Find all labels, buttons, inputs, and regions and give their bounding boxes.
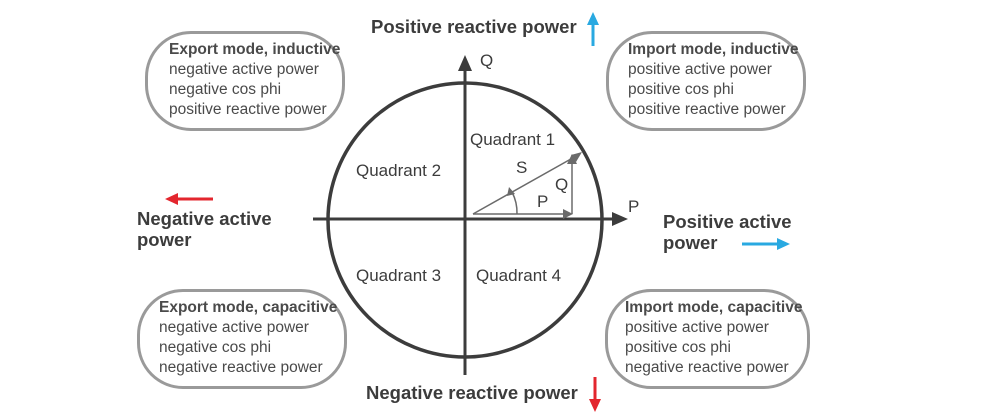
negative-reactive-arrow-icon [589,377,601,412]
import-inductive-box: Import mode, inductive positive active p… [606,31,806,131]
q-axis-label: Q [480,51,494,70]
positive-active-arrow-icon [742,238,790,250]
export-inductive-line: negative active power [169,61,319,78]
import-inductive-title: Import mode, inductive [628,41,799,58]
import-capacitive-line: positive active power [625,319,769,336]
export-capacitive-box: Export mode, capacitive negative active … [137,289,347,389]
q-vector-label: Q [555,175,569,194]
import-inductive-line: positive active power [628,61,772,78]
import-capacitive-line: negative reactive power [625,359,789,376]
phase-angle-arrowhead [507,187,515,196]
s-vector [472,154,579,215]
import-inductive-line: positive reactive power [628,101,786,118]
positive-reactive-arrow-icon [587,12,599,46]
negative-active-power-line2: power [137,229,192,251]
negative-reactive-power-heading: Negative reactive power [366,382,578,403]
quadrant-3-label: Quadrant 3 [356,266,442,285]
export-capacitive-line: negative cos phi [159,339,272,356]
s-vector-label: S [516,158,528,177]
negative-active-arrow-icon [165,193,213,205]
export-inductive-title: Export mode, inductive [169,41,341,58]
export-inductive-line: positive reactive power [169,101,327,118]
import-capacitive-title: Import mode, capacitive [625,299,803,316]
import-capacitive-box: Import mode, capacitive positive active … [605,289,810,389]
positive-active-power-heading: Positive active power [663,211,792,254]
s-vector-arrowhead [571,152,582,162]
export-capacitive-title: Export mode, capacitive [159,299,338,316]
export-capacitive-line: negative reactive power [159,359,323,376]
p-vector-arrowhead [563,209,573,219]
q-axis-arrowhead [458,55,472,71]
p-axis-arrowhead [612,212,628,226]
export-capacitive-line: negative active power [159,319,309,336]
p-vector-label: P [537,192,549,211]
negative-active-power-heading: Negative active power [137,208,272,251]
p-axis-label: P [628,197,640,216]
positive-reactive-power-heading: Positive reactive power [371,16,577,37]
negative-active-power-line1: Negative active [137,208,272,229]
import-inductive-line: positive cos phi [628,81,734,98]
positive-active-power-line1: Positive active [663,211,792,232]
quadrant-1-label: Quadrant 1 [470,130,556,149]
quadrant-4-label: Quadrant 4 [476,266,562,285]
quadrant-2-label: Quadrant 2 [356,161,442,180]
export-inductive-line: negative cos phi [169,81,282,98]
phase-angle-arc [511,191,518,215]
positive-active-power-line2: power [663,232,718,254]
export-inductive-box: Export mode, inductive negative active p… [145,31,345,131]
import-capacitive-line: positive cos phi [625,339,731,356]
q-vector-arrowhead [567,154,577,164]
